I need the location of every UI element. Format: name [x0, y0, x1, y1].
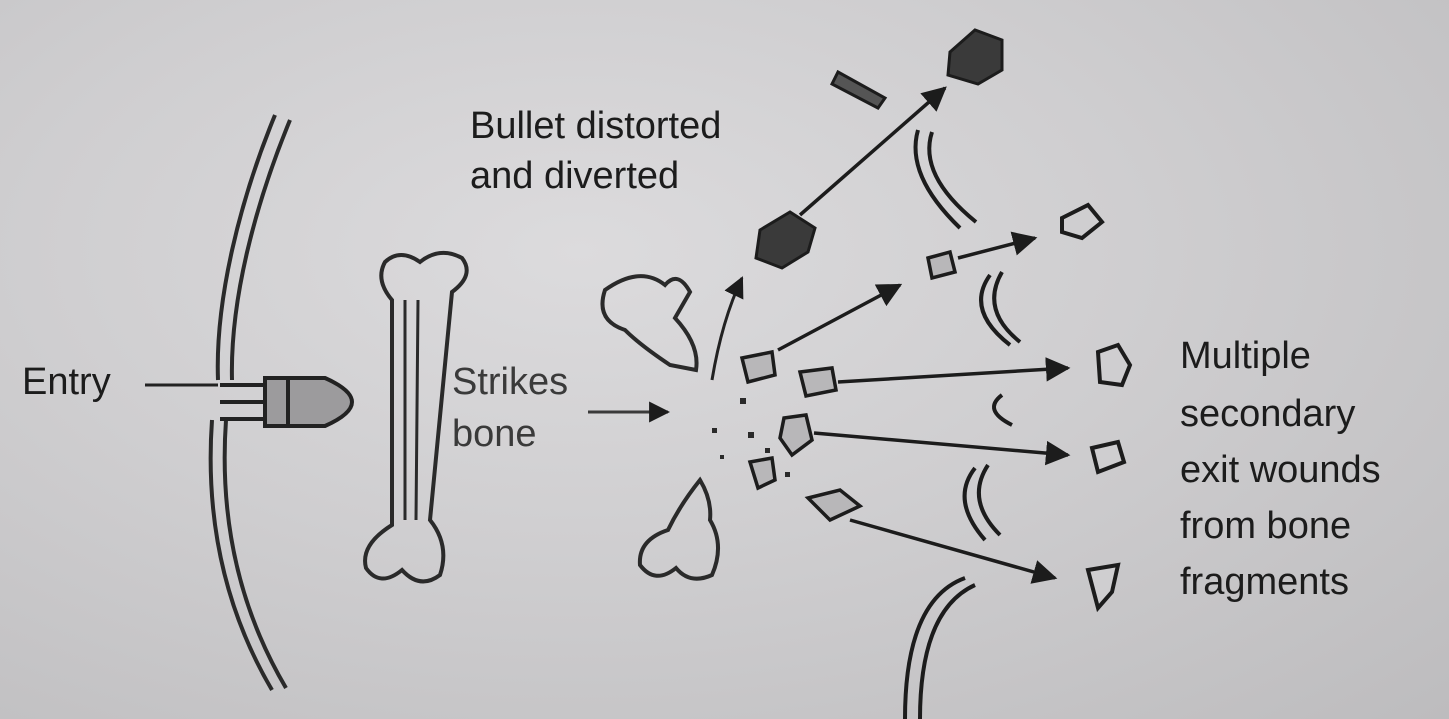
bone-fragment-upper — [603, 276, 697, 370]
bullet-distorted-label-line1: Bullet distorted — [470, 104, 721, 150]
distorted-bullet-icon — [948, 30, 1002, 84]
exit-skin-pieces — [905, 130, 1020, 719]
strikes-label-line1: Strikes — [452, 360, 568, 406]
exit-fragments — [1062, 205, 1130, 608]
fragment-arrows — [778, 238, 1068, 578]
bone-fragment-lower — [640, 480, 718, 579]
exit-label-line5: fragments — [1180, 560, 1349, 606]
diverted-arrow — [800, 88, 945, 215]
bone-fragments-near — [742, 252, 955, 520]
bullet-icon — [220, 378, 352, 426]
entry-label: Entry — [22, 360, 111, 406]
exit-label-line3: exit wounds — [1180, 448, 1381, 494]
bullet-distorted-label-line2: and diverted — [470, 154, 679, 200]
exit-label-line1: Multiple — [1180, 334, 1311, 380]
exit-label-line2: secondary — [1180, 392, 1355, 438]
strikes-label-line2: bone — [452, 412, 537, 458]
deformed-bullet-icon — [756, 212, 815, 268]
exit-label-line4: from bone — [1180, 504, 1351, 550]
